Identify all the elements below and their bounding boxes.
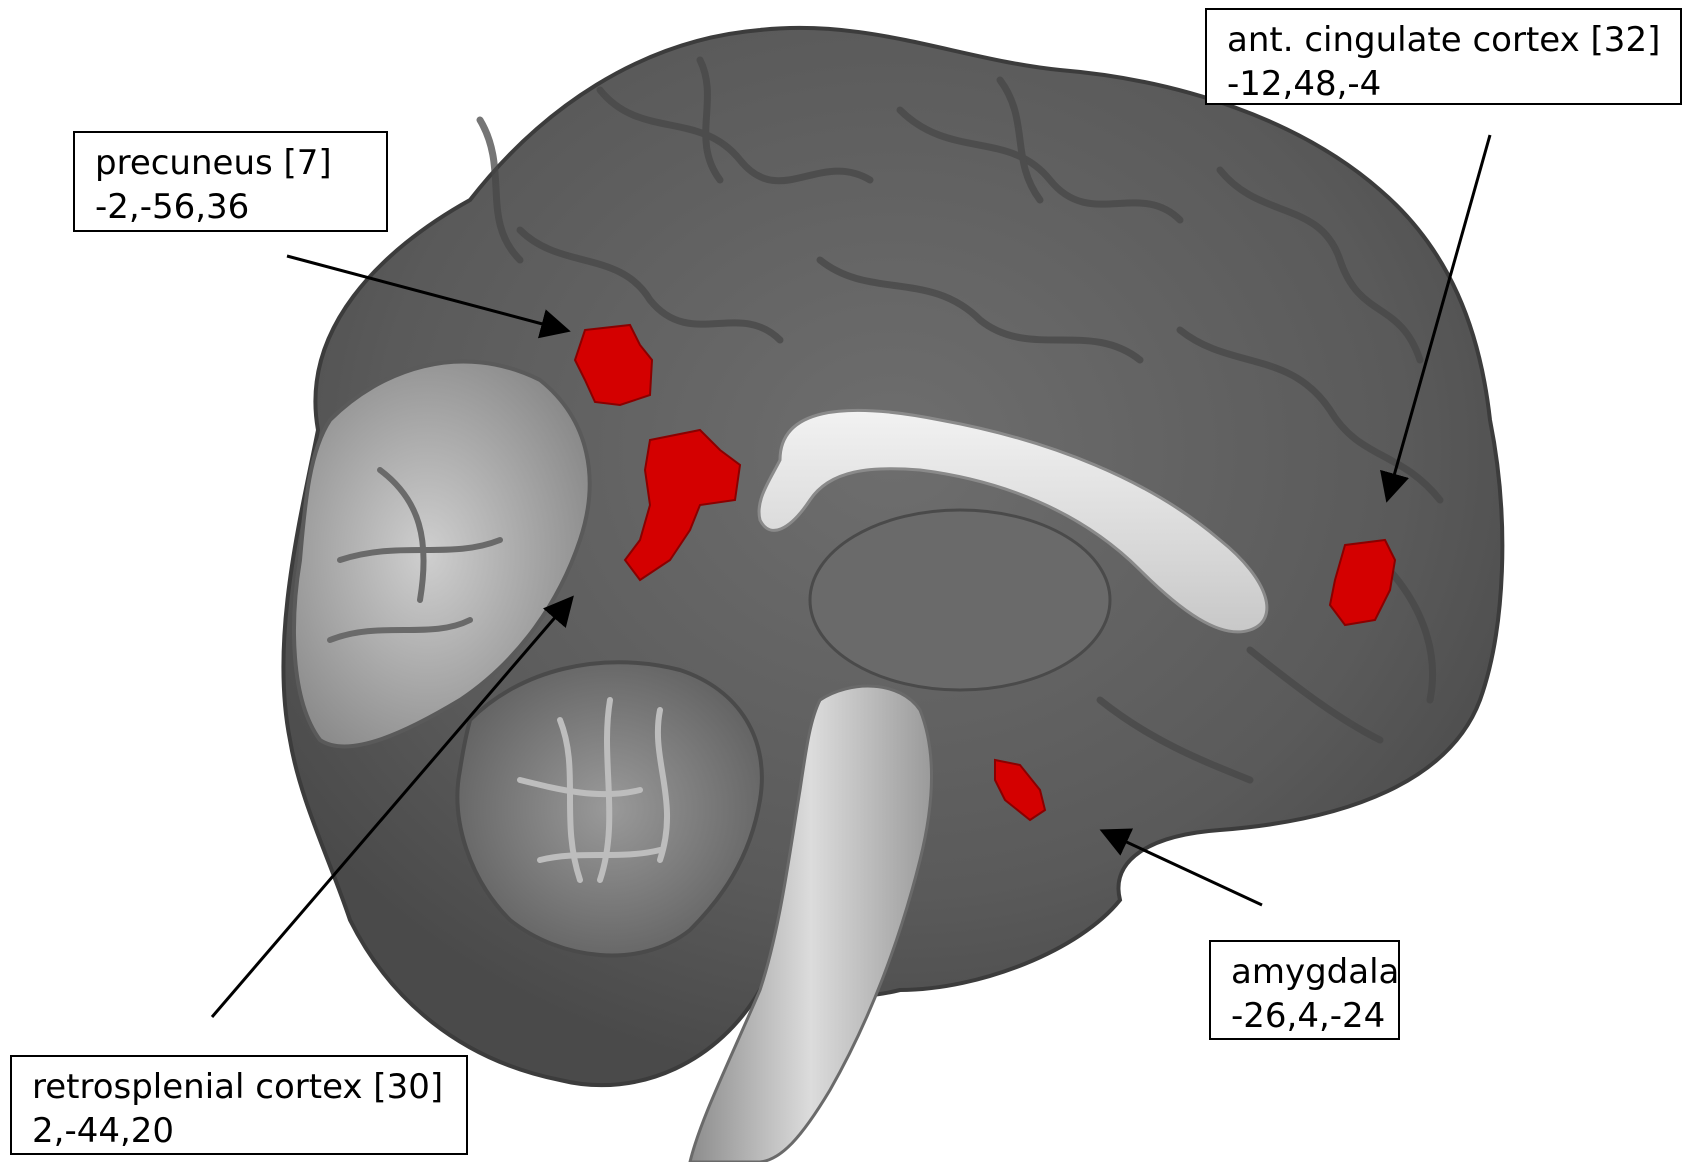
- activation-precuneus: [573, 323, 654, 407]
- label-acc-region: ant. cingulate cortex [32]: [1227, 20, 1661, 60]
- label-anterior-cingulate: ant. cingulate cortex [32] -12,48,-4: [1205, 8, 1682, 105]
- cerebellar-folia: [517, 697, 670, 883]
- arrow-amygdala: [1099, 828, 1263, 907]
- label-amygdala-region: amygdala: [1231, 952, 1400, 992]
- pointer-arrows: [210, 134, 1492, 1018]
- activation-amygdala: [994, 758, 1047, 822]
- label-precuneus-region: precuneus [7]: [95, 143, 332, 183]
- label-amygdala: amygdala -26,4,-24: [1209, 940, 1400, 1040]
- label-acc-coords: -12,48,-4: [1227, 64, 1382, 104]
- activation-retrosplenial: [623, 428, 742, 582]
- arrow-precuneus: [286, 254, 571, 339]
- label-retrosplenial: retrosplenial cortex [30] 2,-44,20: [10, 1055, 468, 1155]
- label-retrosplenial-region: retrosplenial cortex [30]: [32, 1067, 444, 1107]
- label-retrosplenial-coords: 2,-44,20: [32, 1111, 175, 1151]
- corpus-callosum: [757, 408, 1269, 634]
- label-precuneus-coords: -2,-56,36: [95, 187, 250, 227]
- occipital-region: [292, 359, 592, 749]
- gyri-texture: [476, 56, 1444, 784]
- arrow-retrosplenial: [210, 595, 574, 1018]
- occipital-sulci: [327, 467, 503, 643]
- label-precuneus: precuneus [7] -2,-56,36: [73, 131, 388, 232]
- thalamus: [808, 508, 1112, 692]
- activation-acc: [1328, 538, 1397, 627]
- brainstem: [688, 684, 933, 1162]
- activation-clusters: [573, 323, 1397, 822]
- label-amygdala-coords: -26,4,-24: [1231, 996, 1386, 1036]
- arrow-acc: [1380, 134, 1492, 503]
